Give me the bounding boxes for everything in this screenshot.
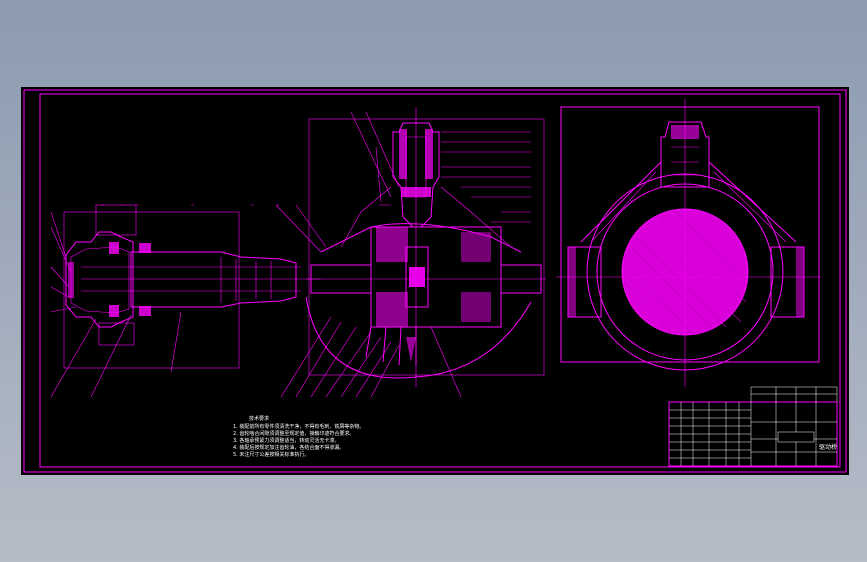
- drawing-title: 驱动桥: [819, 443, 837, 451]
- hub-lower-boss: [98, 322, 135, 346]
- hub-upper-boss: [95, 204, 137, 236]
- inner-frame: [39, 93, 841, 468]
- drawing-canvas: 技术要求 1. 装配前所有零件须清洗干净，不得有毛刺、铁屑等杂物。 2. 齿轮啮…: [23, 89, 847, 473]
- leader-lines-center-top: [275, 204, 327, 253]
- drain-plug: [406, 337, 416, 362]
- leader-lines-top: [350, 111, 400, 206]
- half-shaft: [81, 266, 301, 292]
- end-gear-hatch: [623, 211, 749, 333]
- title-cell: [777, 431, 815, 443]
- hub-body: [65, 231, 134, 328]
- technical-notes: 技术要求 1. 装配前所有零件须清洗干净，不得有毛刺、铁屑等杂物。 2. 齿轮啮…: [233, 415, 364, 458]
- detail-window-right: [308, 118, 545, 376]
- left-section-view: [50, 118, 545, 398]
- housing-shell-upper: [320, 223, 522, 253]
- axle-housing: [130, 251, 297, 308]
- title-block-rows-left: [669, 409, 751, 459]
- cad-viewport[interactable]: 技术要求 1. 装配前所有零件须清洗干净，不得有毛刺、铁屑等杂物。 2. 齿轮啮…: [21, 87, 849, 475]
- end-struts: [580, 161, 797, 243]
- title-block: 驱动桥: [668, 386, 838, 467]
- parts-list-frame: [750, 386, 838, 402]
- leader-lines-bottom: [280, 316, 462, 398]
- title-block-grid-right: [751, 387, 837, 466]
- notes-line-4: 4. 装配后按规定加注齿轮油，各结合面不得渗漏。: [233, 444, 344, 451]
- notes-line-3: 3. 各轴承预紧力须调整适当，转动灵活无卡滞。: [233, 437, 339, 444]
- center-section-view: [275, 107, 546, 398]
- tower-struts: [340, 186, 512, 248]
- spider-center: [409, 267, 425, 287]
- lower-bolts: [365, 326, 417, 366]
- detail-window-left: [63, 211, 240, 369]
- notes-line-1: 1. 装配前所有零件须清洗干净，不得有毛刺、铁屑等杂物。: [233, 423, 364, 430]
- output-shafts: [310, 264, 542, 294]
- outer-frame: [23, 89, 847, 473]
- notes-line-2: 2. 齿轮啮合间隙须调整至规定值，接触印迹符合要求。: [233, 430, 354, 437]
- right-end-view: [556, 99, 821, 387]
- hub-inner: [70, 246, 130, 314]
- notes-heading: 技术要求: [249, 415, 269, 422]
- leader-lines-left: [50, 211, 182, 398]
- housing-shell-lower: [305, 296, 532, 379]
- title-block-cols-left: [680, 402, 752, 466]
- end-view-frame: [560, 106, 820, 363]
- bearing-hatch-left: [68, 242, 151, 317]
- notes-line-5: 5. 未注尺寸公差按相关标准执行。: [233, 451, 309, 458]
- leader-lines-right: [441, 131, 531, 223]
- spider-gear: [405, 246, 429, 308]
- housing-ribs: [220, 257, 272, 303]
